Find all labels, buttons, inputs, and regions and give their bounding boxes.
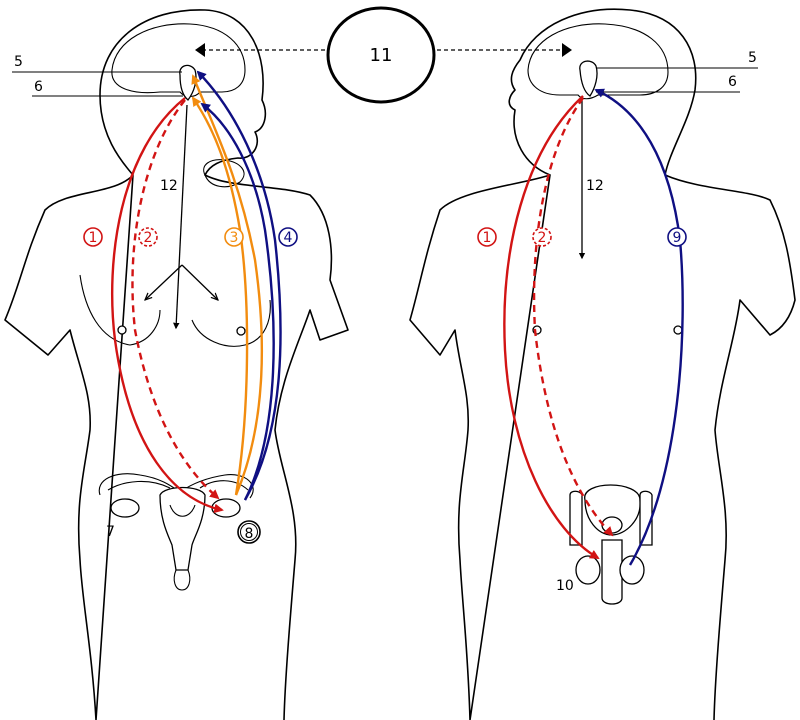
arrow-1-female: [110, 97, 224, 514]
female-circled-numbers: 1 2 3 4 8: [83, 227, 298, 544]
female-silhouette: [4, 9, 349, 720]
badge-9-male-text: 9: [673, 230, 682, 246]
badge-9-male: [667, 227, 687, 247]
tube-detail-left: [107, 480, 171, 491]
badge-2-female-text: 2: [144, 230, 153, 246]
female-label-6: 6: [34, 79, 43, 95]
testis-left: [575, 555, 601, 585]
female-breast-right: [191, 299, 271, 347]
prostate: [601, 516, 623, 534]
badge-8-female-inner: [240, 523, 258, 541]
badge-4-female: [278, 227, 298, 247]
male-nipple-right: [673, 325, 683, 335]
arrow-4-female: [196, 70, 282, 501]
arrowhead-male-brain: [562, 43, 572, 57]
arrow-2-female: [131, 99, 220, 500]
male-pituitary: [579, 60, 598, 97]
female-breast-left: [79, 274, 161, 346]
badge-8-female-text: 8: [245, 526, 254, 542]
female-arrows: 12 7: [106, 70, 282, 540]
center-label: 11: [370, 45, 393, 66]
male-label-10: 10: [556, 578, 574, 594]
male-leaders: 5 6: [596, 50, 758, 93]
arrow-4b-female: [200, 102, 275, 501]
uterus: [159, 486, 206, 571]
badge-3-female: [224, 227, 244, 247]
male-label-6: 6: [728, 74, 737, 90]
ovary-left: [110, 498, 140, 518]
female-label-7: 7: [106, 524, 115, 540]
arrow-3b-female: [191, 96, 249, 496]
penis: [601, 539, 623, 605]
vagina: [173, 569, 191, 591]
badge-2-male-text: 2: [538, 230, 547, 246]
badge-8-female: [237, 520, 261, 544]
female-label-12: 12: [160, 178, 178, 194]
uterus-inner: [169, 504, 196, 517]
testis-right: [619, 555, 645, 585]
badge-2-male: [532, 227, 552, 247]
arrow-9-male: [594, 88, 684, 566]
arrow-12-female-left-breast: [145, 264, 183, 300]
badge-2-female: [138, 227, 158, 247]
arrow-1-male: [503, 95, 600, 560]
uterus-and-ovaries: [98, 473, 254, 591]
badge-1-male: [477, 227, 497, 247]
male-silhouette: [409, 8, 796, 720]
female-nipple-left: [117, 325, 127, 335]
male-figure: [409, 8, 796, 720]
male-circled-numbers: 1 2 9: [477, 227, 687, 247]
male-label-12: 12: [586, 178, 604, 194]
badge-1-female: [83, 227, 103, 247]
arrow-3-female: [191, 74, 264, 496]
arrow-12-female-right-breast: [181, 264, 218, 300]
male-arrows: 12 10: [503, 88, 684, 594]
female-label-5: 5: [14, 54, 23, 70]
female-leaders: 5 6: [12, 54, 183, 97]
badge-1-male-text: 1: [483, 230, 492, 246]
center-circle: [326, 6, 436, 104]
female-pituitary: [179, 64, 197, 101]
badge-4-female-text: 4: [284, 230, 293, 246]
bladder-and-prostate: [584, 484, 641, 536]
male-label-5: 5: [748, 50, 757, 66]
arrow-12-female-down: [173, 104, 188, 330]
female-brain-outline: [111, 23, 246, 98]
female-nipple-right: [236, 326, 246, 336]
male-brain-outline: [527, 23, 669, 100]
female-neck-notch: [203, 159, 245, 188]
badge-1-female-text: 1: [89, 230, 98, 246]
female-figure: [4, 9, 349, 720]
badge-3-female-text: 3: [230, 230, 239, 246]
center-node: 11: [195, 6, 572, 104]
arrow-2-male: [532, 97, 614, 537]
arrowhead-female-brain: [195, 43, 205, 57]
